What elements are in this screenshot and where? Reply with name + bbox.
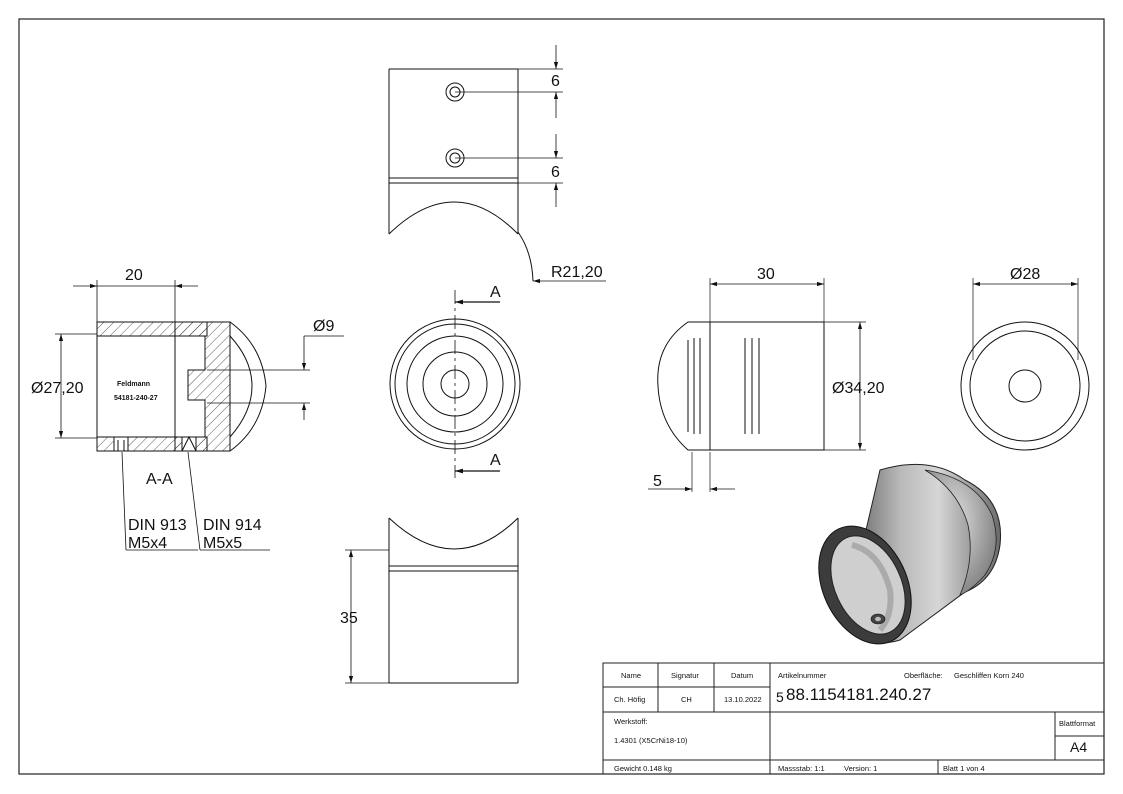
tb-blattformat-label: Blattformat [1059,719,1096,728]
tb-header-datum: Datum [731,671,753,680]
dim-hole-dia: Ø9 [313,318,334,335]
dim-bottom-height: 35 [340,610,358,627]
tb-value-signatur: CH [681,695,692,704]
tb-artikel-prefix: 5 [776,689,784,705]
tb-werkstoff-value: 1.4301 (X5CrNi18-10) [614,736,688,745]
side-view [648,278,866,492]
tb-massstab: Massstab: 1:1 [778,764,825,773]
dim-side-offset: 5 [653,473,662,490]
dim-top-hole-2: 6 [551,164,560,181]
bottom-view [345,517,519,684]
dim-section-width: 20 [125,267,143,284]
tb-werkstoff-label: Werkstoff: [614,717,647,726]
engraving-line-2: 54181-240-27 [114,395,158,402]
top-view [388,45,606,284]
dim-side-dia: Ø34,20 [832,380,885,397]
callout-din914: DIN 914 [203,517,262,534]
tb-oberflaeche-value: Geschliffen Korn 240 [954,671,1024,680]
callout-m5x5: M5x5 [203,535,242,552]
dim-section-dia: Ø27,20 [31,380,84,397]
dim-radius: R21,20 [551,264,603,281]
section-view [96,321,267,452]
tb-header-name: Name [621,671,641,680]
tb-value-name: Ch. Höfig [614,695,645,704]
sheet-border [18,18,1105,775]
tb-value-datum: 13.10.2022 [724,695,762,704]
tb-blattformat-value: A4 [1070,739,1087,755]
tb-header-signatur: Signatur [671,671,699,680]
tb-version: Version: 1 [844,764,877,773]
title-block [602,662,1105,775]
dim-end-dia: Ø28 [1010,266,1040,283]
dim-top-hole-1: 6 [551,73,560,90]
tb-oberflaeche-label: Oberfläche: [904,671,943,680]
section-title: A-A [146,471,173,488]
callout-m5x4: M5x4 [128,535,167,552]
engraving-line-1: Feldmann [117,381,150,388]
tb-artikel-value: 88.1154181.240.27 [786,685,931,704]
tb-gewicht: Gewicht 0.148 kg [614,764,672,773]
isometric-render [818,463,1002,645]
tb-blatt: Blatt 1 von 4 [943,764,985,773]
section-label-bottom: A [490,452,501,469]
front-view [389,290,521,478]
tb-artikel-label: Artikelnummer [778,671,827,680]
section-label-top: A [490,284,501,301]
end-view [960,278,1090,451]
dim-side-width: 30 [757,266,775,283]
callout-din913: DIN 913 [128,517,187,534]
